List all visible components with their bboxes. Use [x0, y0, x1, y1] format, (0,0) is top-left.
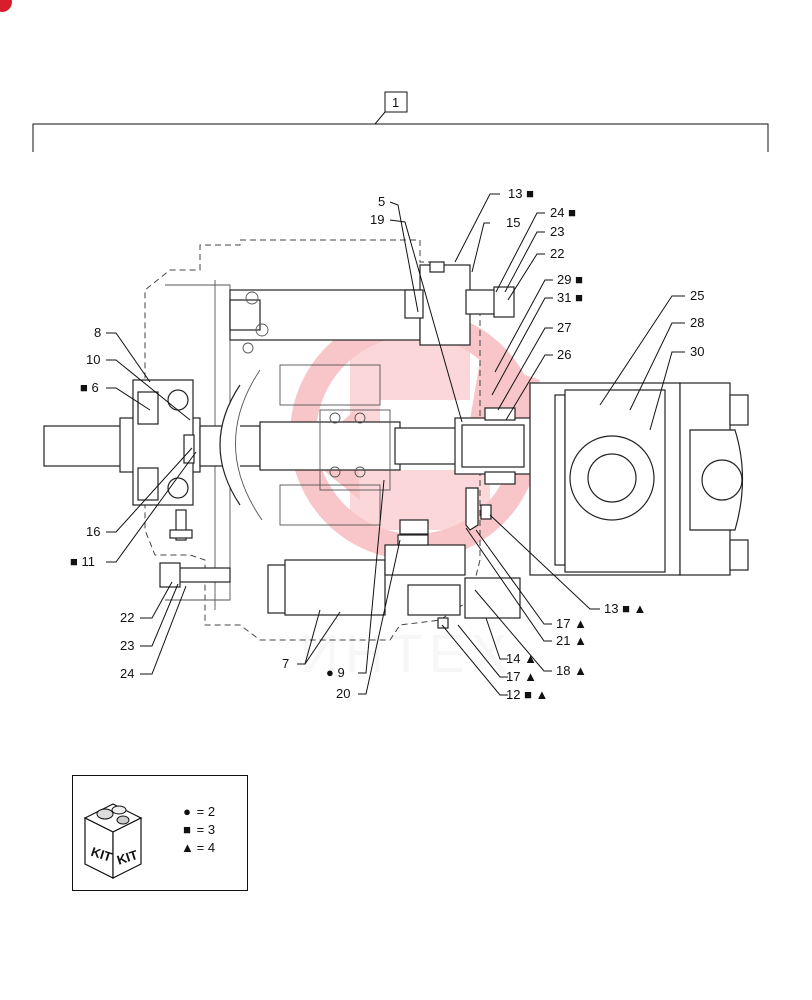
pump-body	[43, 239, 749, 641]
callout-13-lower: 13 ■ ▲	[604, 601, 646, 616]
watermark-text: ИНТЕХ	[300, 624, 513, 684]
callout-24: 24 ■	[550, 205, 576, 220]
callout-12: 12 ■ ▲	[506, 687, 548, 702]
kit-label-right: KIT	[115, 847, 140, 868]
callout-10: 10	[86, 352, 100, 367]
callout-26: 26	[557, 347, 571, 362]
corner-badge	[0, 0, 12, 12]
callout-23-lower: 23	[120, 638, 134, 653]
callout-9: ● 9	[326, 665, 345, 680]
callout-28: 28	[690, 315, 704, 330]
callout-19: 19	[370, 212, 384, 227]
callout-30: 30	[690, 344, 704, 359]
kit-legend: KIT KIT ● = 2 ■ = 3 ▲ = 4	[72, 775, 248, 891]
callout-22: 22	[550, 246, 564, 261]
watermark: ИНТЕХ	[290, 310, 540, 684]
callout-17-lower: 17 ▲	[506, 669, 537, 684]
callout-29: 29 ■	[557, 272, 583, 287]
callout-18: 18 ▲	[556, 663, 587, 678]
legend-row-triangle: ▲ = 4	[181, 840, 216, 855]
callout-20: 20	[336, 686, 350, 701]
callout-7: 7	[282, 656, 289, 671]
callout-22-lower: 22	[120, 610, 134, 625]
callout-6: ■ 6	[80, 380, 99, 395]
callout-11: ■ 11	[70, 554, 95, 569]
leader-lines	[106, 193, 685, 696]
kit-box-icon: KIT KIT	[83, 803, 143, 879]
callout-13: 13 ■	[508, 186, 534, 201]
callout-27: 27	[557, 320, 571, 335]
kit-label-left: KIT	[89, 844, 114, 865]
callout-23: 23	[550, 224, 564, 239]
callout-24-lower: 24	[120, 666, 134, 681]
callout-16: 16	[86, 524, 100, 539]
callout-17-upper: 17 ▲	[556, 616, 587, 631]
callout-21: 21 ▲	[556, 633, 587, 648]
callout-labels: 5 19 13 ■ 15 24 ■ 23 22 29 ■ 31 ■ 27 26 …	[70, 186, 704, 702]
callout-25: 25	[690, 288, 704, 303]
legend-row-circle: ● = 2	[183, 804, 216, 819]
callout-15: 15	[506, 215, 520, 230]
legend-row-square: ■ = 3	[183, 822, 216, 837]
assembly-label: 1	[392, 95, 399, 110]
callout-5: 5	[378, 194, 385, 209]
assembly-bracket: 1	[32, 91, 769, 152]
callout-14: 14 ▲	[506, 651, 537, 666]
callout-8: 8	[94, 325, 101, 340]
callout-31: 31 ■	[557, 290, 583, 305]
